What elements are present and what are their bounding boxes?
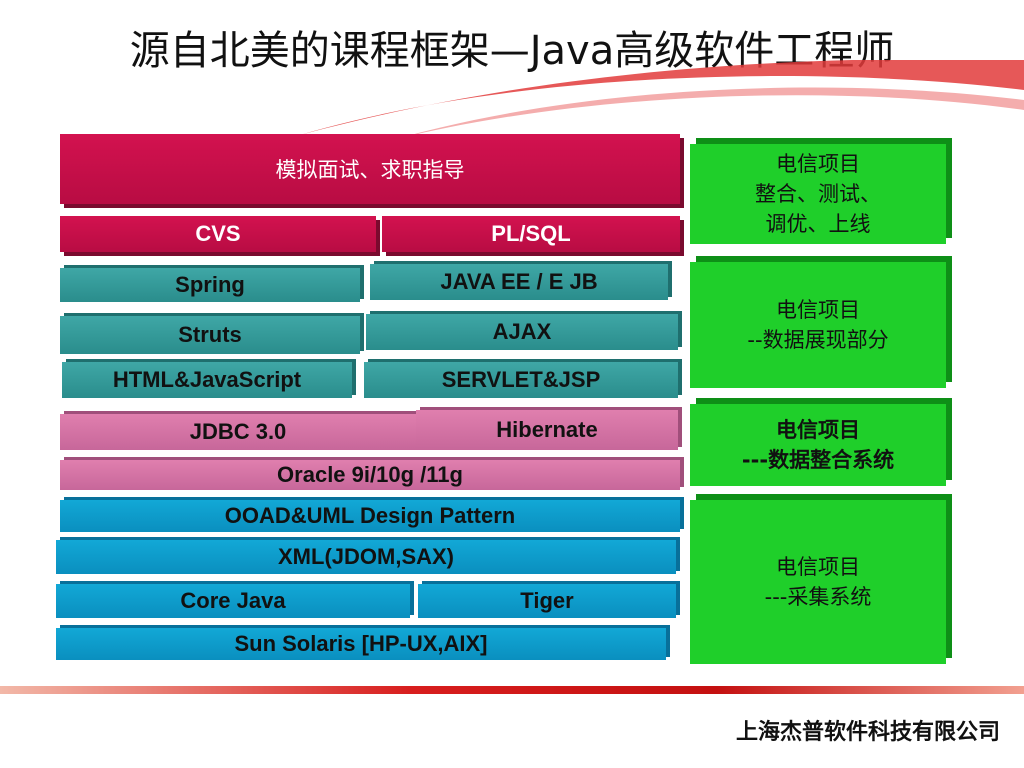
- hibernate-block: Hibernate: [416, 410, 678, 450]
- project-collection-block: 电信项目 ---采集系统: [690, 500, 946, 664]
- ajax-block: AJAX: [366, 314, 678, 350]
- project-line: ---采集系统: [764, 585, 872, 609]
- company-name: 上海杰普软件科技有限公司: [735, 720, 1000, 745]
- project-line: --数据展现部分: [747, 328, 889, 352]
- project-line: 电信项目: [776, 152, 860, 176]
- project-line: ---数据整合系统: [741, 448, 895, 472]
- mock-interview-block: 模拟面试、求职指导: [60, 134, 680, 204]
- jdbc-block: JDBC 3.0: [60, 414, 416, 450]
- xml-block: XML(JDOM,SAX): [56, 540, 676, 574]
- project-line: 电信项目: [776, 555, 860, 579]
- project-line: 电信项目: [776, 298, 860, 322]
- tiger-block: Tiger: [418, 584, 676, 618]
- html-javascript-block: HTML&JavaScript: [62, 362, 352, 398]
- project-line: 整合、测试、: [755, 182, 881, 206]
- spring-block: Spring: [60, 268, 360, 302]
- cvs-block: CVS: [60, 216, 376, 252]
- decorative-swoosh: [300, 60, 1024, 138]
- ooad-uml-block: OOAD&UML Design Pattern: [60, 500, 680, 532]
- project-line: 电信项目: [776, 418, 860, 442]
- sun-solaris-block: Sun Solaris [HP-UX,AIX]: [56, 628, 666, 660]
- project-data-display-block: 电信项目 --数据展现部分: [690, 262, 946, 388]
- plsql-block: PL/SQL: [382, 216, 680, 252]
- project-line: 调优、上线: [765, 212, 871, 236]
- project-integration-block: 电信项目 整合、测试、 调优、上线: [690, 144, 946, 244]
- servlet-jsp-block: SERVLET&JSP: [364, 362, 678, 398]
- oracle-block: Oracle 9i/10g /11g: [60, 460, 680, 490]
- core-java-block: Core Java: [56, 584, 410, 618]
- javaee-block: JAVA EE / E JB: [370, 264, 668, 300]
- project-data-integration-block: 电信项目 ---数据整合系统: [690, 404, 946, 486]
- struts-block: Struts: [60, 316, 360, 354]
- footer-divider: [0, 686, 1024, 694]
